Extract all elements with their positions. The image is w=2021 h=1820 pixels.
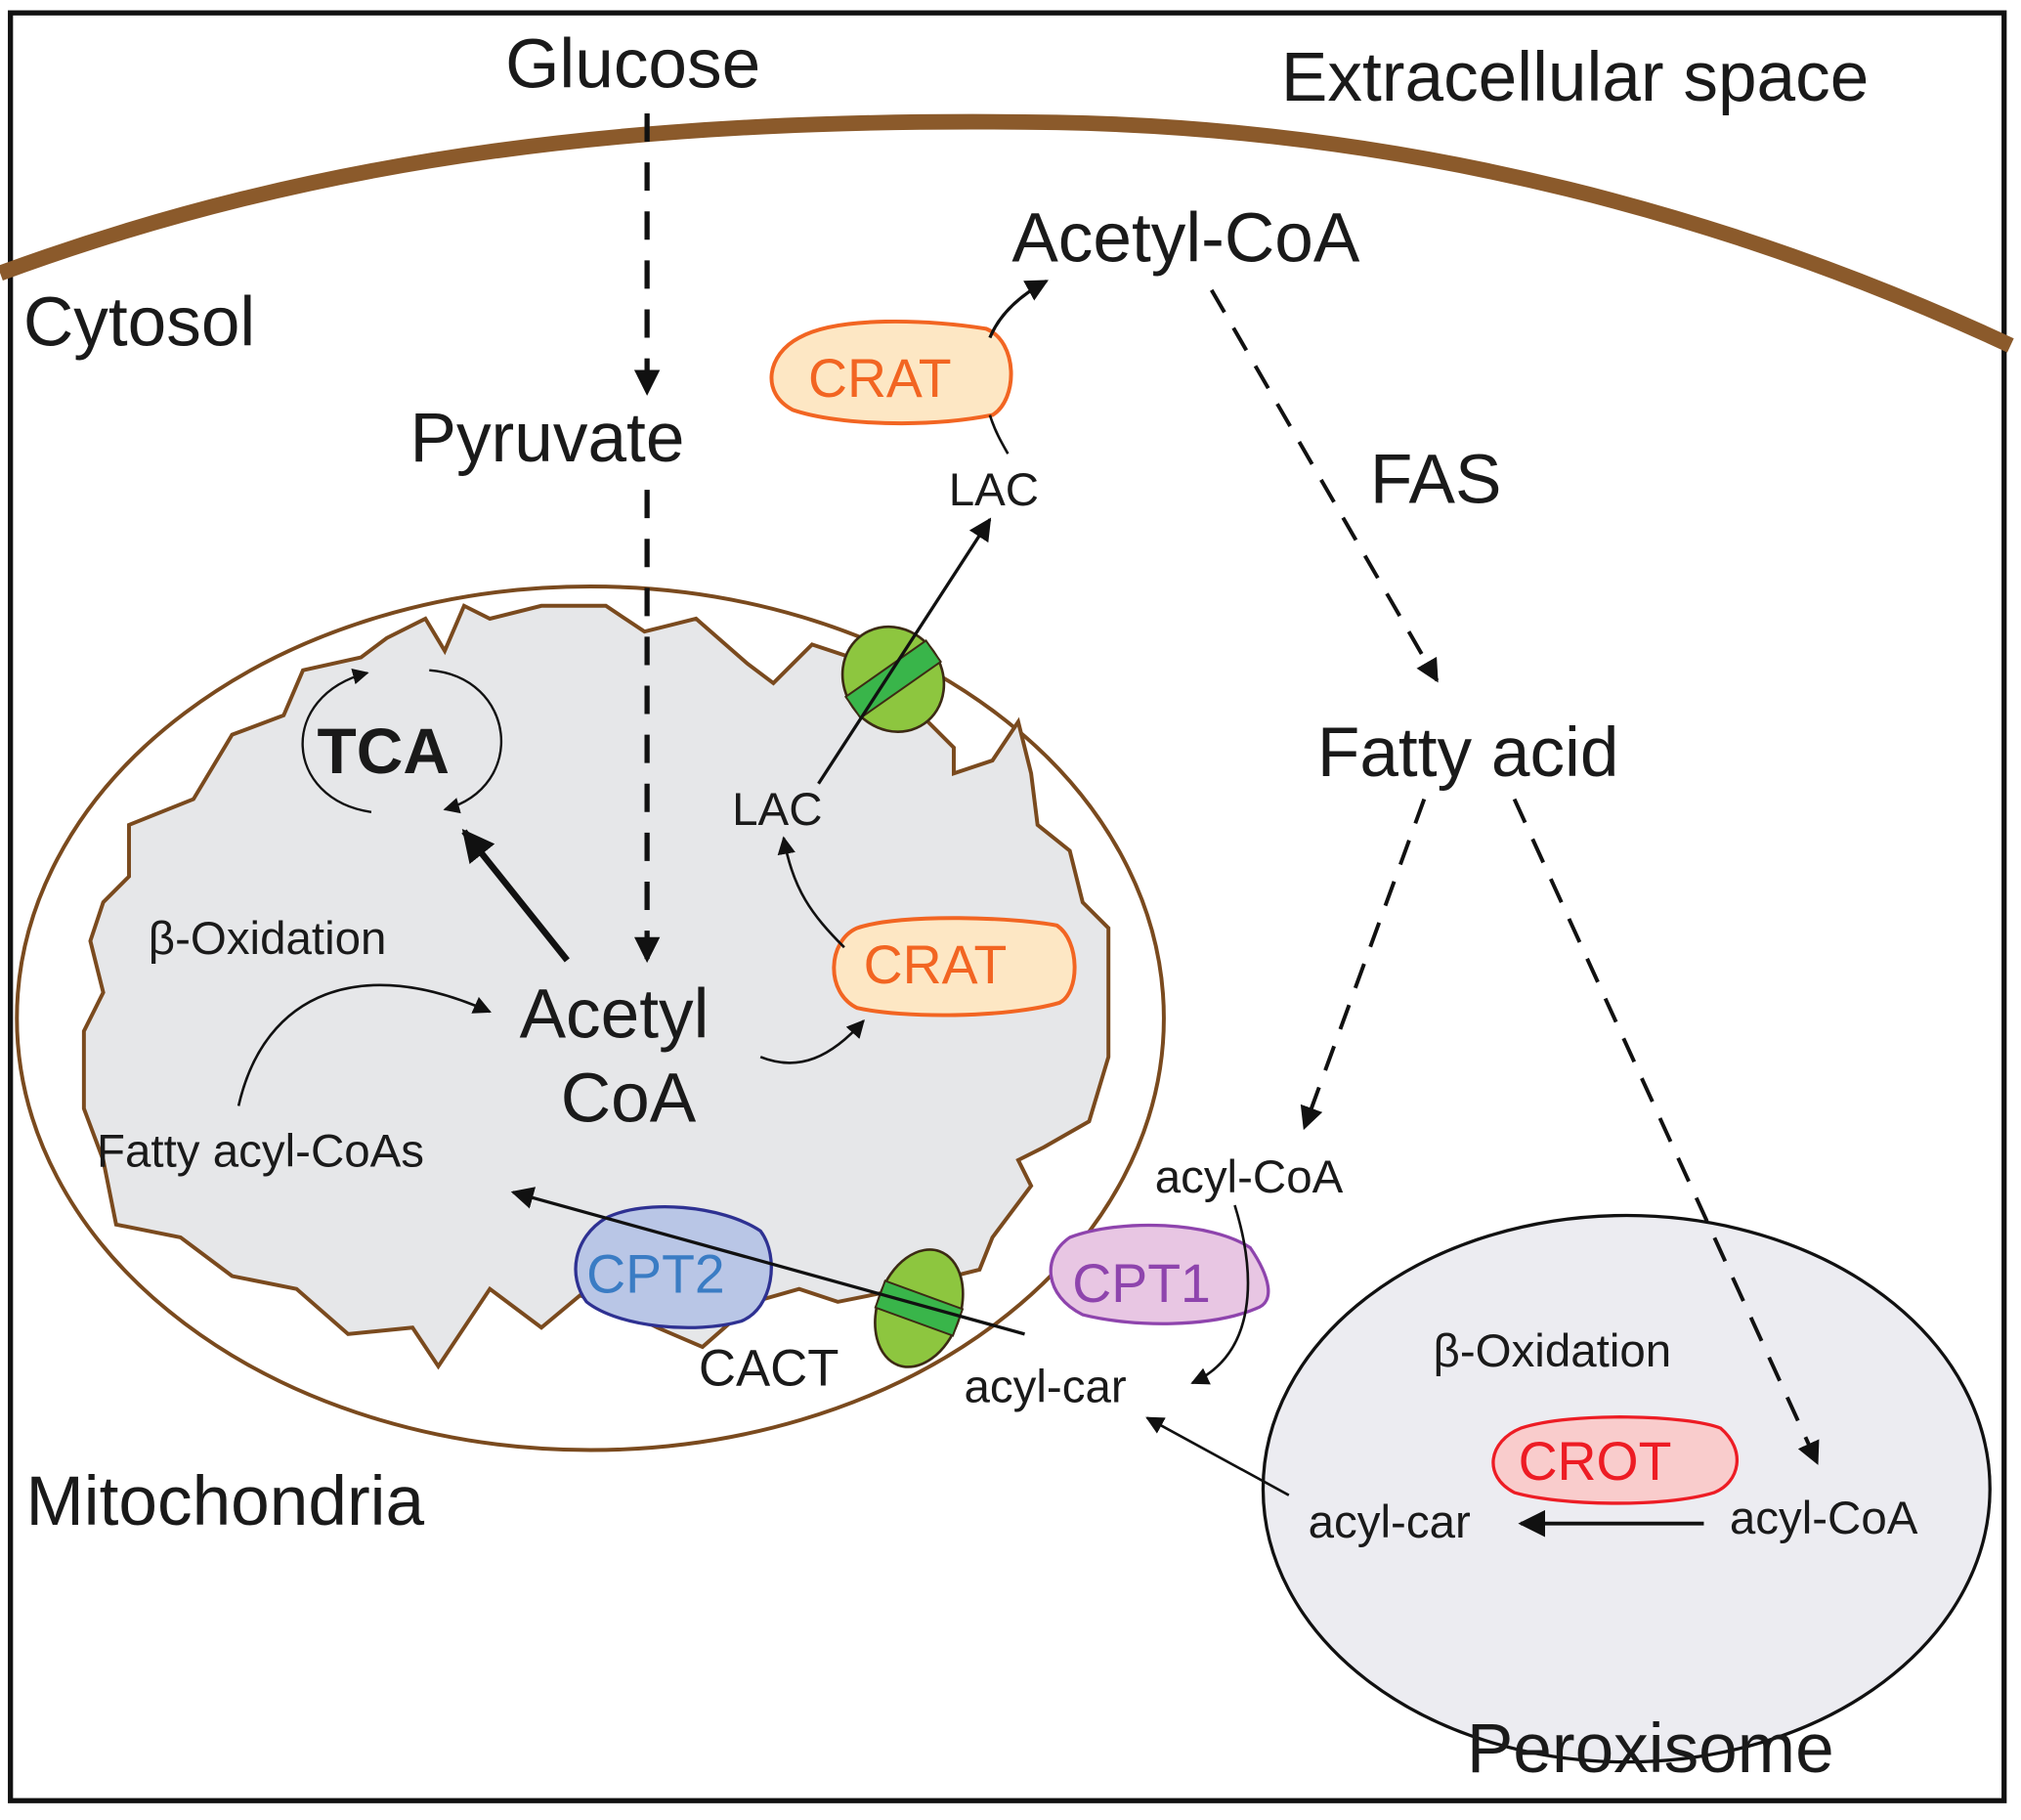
plasma-membrane xyxy=(0,113,2014,353)
label-mito-acetyl: Acetyl xyxy=(520,976,710,1054)
label-cact: CACT xyxy=(699,1340,839,1398)
label-cytosol-lac: LAC xyxy=(949,464,1039,516)
tca-cycle-arc-right xyxy=(429,669,503,814)
arrow-mito-crat-to-lac xyxy=(777,836,845,949)
label-glucose: Glucose xyxy=(505,26,760,104)
arrow-acetylcoa-to-fatty-acid xyxy=(1210,288,1440,683)
label-mito-beta-oxidation-text: β-Oxidation xyxy=(149,913,387,965)
cact-transporter xyxy=(874,1248,965,1368)
label-tca: TCA xyxy=(318,715,450,787)
arrow-acyl-coa-to-acyl-car xyxy=(1190,1204,1250,1385)
arrow-mito-lac-to-cytosol-lac xyxy=(817,517,992,785)
enzyme-crat-cytosol-label: CRAT xyxy=(808,348,952,409)
label-peroxisome: Peroxisome xyxy=(1467,1711,1834,1788)
arrow-fatty-acyl-to-acetylcoa xyxy=(236,983,492,1106)
label-perox-acyl-coa: acyl-CoA xyxy=(1730,1493,1918,1544)
label-perox-acyl-car: acyl-car xyxy=(1309,1496,1471,1548)
enzyme-crat-mito xyxy=(832,916,1077,1018)
arrow-fatty-acid-to-acyl-coa xyxy=(1300,798,1427,1131)
arrow-fatty-acid-to-peroxisome xyxy=(1512,798,1820,1465)
label-cytosol: Cytosol xyxy=(23,283,255,361)
enzyme-cpt1-label: CPT1 xyxy=(1072,1253,1211,1314)
enzyme-crot-label: CROT xyxy=(1519,1431,1672,1492)
tca-cycle-arc-left xyxy=(301,669,372,813)
label-mito-coa: CoA xyxy=(561,1060,697,1137)
enzyme-cpt2 xyxy=(574,1205,773,1329)
arrow-acetylcoa-to-mito-crat xyxy=(759,1019,865,1064)
label-mitochondria: Mitochondria xyxy=(26,1463,425,1540)
label-fas: FAS xyxy=(1370,441,1502,518)
label-mito-lac: LAC xyxy=(732,784,822,836)
enzyme-crot xyxy=(1491,1415,1739,1505)
arrow-acylcar-to-fatty-acyl-coas xyxy=(510,1187,1025,1336)
label-fatty-acyl-coas: Fatty acyl-CoAs xyxy=(97,1125,424,1177)
label-fatty-acid: Fatty acid xyxy=(1317,715,1619,792)
mitochondria-inner-membrane xyxy=(81,603,1111,1370)
enzyme-crat-cytosol xyxy=(769,319,1013,425)
arrow-crat-to-acetylcoa xyxy=(988,280,1049,339)
enzyme-cpt2-label: CPT2 xyxy=(586,1244,725,1305)
line-crat-to-lac xyxy=(988,414,1010,455)
label-extracellular-space: Extracellular space xyxy=(1281,39,1869,116)
label-cytosol-acyl-coa: acyl-CoA xyxy=(1155,1151,1344,1203)
label-cytosol-acetyl-coa: Acetyl-CoA xyxy=(1011,200,1360,278)
enzyme-cpt1 xyxy=(1049,1223,1270,1325)
label-mito-beta-oxidation: β-Oxidation xyxy=(149,913,387,965)
label-cytosol-acyl-car: acyl-car xyxy=(965,1362,1127,1413)
arrow-acetylcoa-to-tca xyxy=(461,828,570,963)
label-perox-beta-oxidation: β-Oxidation xyxy=(1434,1325,1672,1377)
label-pyruvate: Pyruvate xyxy=(409,400,684,477)
enzyme-crat-mito-label: CRAT xyxy=(864,934,1008,995)
arrow-perox-acyl-car-to-cytosol xyxy=(1145,1416,1290,1496)
